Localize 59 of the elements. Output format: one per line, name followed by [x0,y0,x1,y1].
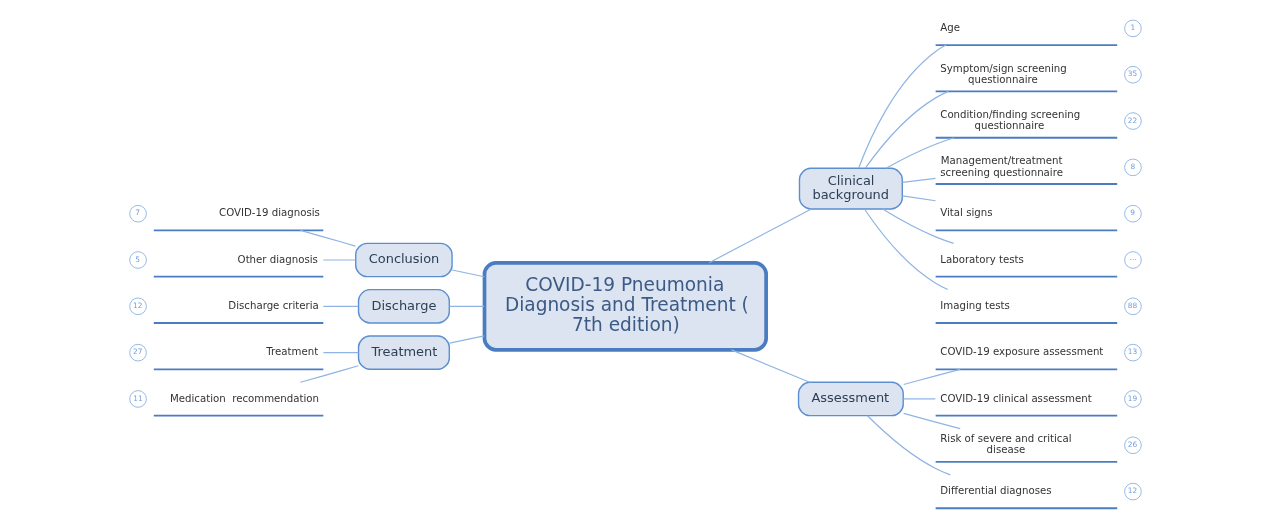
node-text: Treatment [265,346,318,358]
node-label: 13 [1127,347,1137,357]
connector [901,195,936,202]
node-text: Other diagnosis [237,253,318,265]
node-label: 27 [132,347,142,357]
connector [451,269,485,278]
node-text: Medication recommendation [169,392,319,404]
connector [448,305,485,307]
node-label: 9 [1129,208,1135,218]
connector [299,365,359,383]
connector [884,137,955,169]
connector [902,368,961,386]
node-label: 1 [1130,23,1135,33]
node-label: 12 [132,301,142,311]
connector [322,259,356,261]
connector [866,415,951,476]
node-text: Risk of severe and critical disease [939,433,1072,456]
connector [864,90,949,169]
node-label: 12 [1127,486,1137,496]
node-label: 7 [134,208,140,218]
node-box: Assessment [797,381,904,417]
node-label: 35 [1127,69,1137,79]
connector [881,208,954,244]
node-label: 19 [1127,393,1137,403]
node-label: ··· [1129,254,1137,264]
node-box: Conclusion [354,242,453,278]
node-text: COVID-19 clinical assessment [939,392,1092,404]
connector [708,208,811,264]
node-label: 11 [132,393,143,403]
connector [322,352,359,354]
node-text: Discharge criteria [227,299,319,311]
connector [901,177,936,184]
node-text: COVID-19 diagnosis [218,207,320,219]
node-label: 22 [1127,115,1137,125]
node-box: Discharge [357,288,450,324]
node-text: Symptom/sign screening questionnaire [939,62,1067,85]
node-text: Imaging tests [939,299,1010,311]
node-text: Vital signs [939,207,993,219]
connector [299,229,356,247]
node-text: Age [939,22,960,33]
node-label: 26 [1127,440,1137,450]
node-label: 5 [134,254,140,264]
node-text: Differential diagnoses [939,485,1052,497]
connector [902,412,961,430]
node-text: Laboratory tests [939,253,1024,265]
node-box: Treatment [357,335,450,370]
node-text: Condition/finding screening questionnaire [939,109,1080,132]
connector [863,208,948,291]
connector [902,398,936,400]
connector [322,305,359,307]
node-box: Clinical background [798,167,903,210]
connector [730,349,810,383]
node-box: COVID-19 Pneumonia Diagnosis and Treatment ( 7th edition) [482,260,768,352]
node-text: COVID-19 exposure assessment [939,346,1103,358]
connector [857,44,947,169]
node-text: Management/treatment screening questionnaire [939,155,1063,178]
node-label: 88 [1127,301,1137,311]
connector [448,335,485,344]
node-label: 8 [1130,162,1135,172]
